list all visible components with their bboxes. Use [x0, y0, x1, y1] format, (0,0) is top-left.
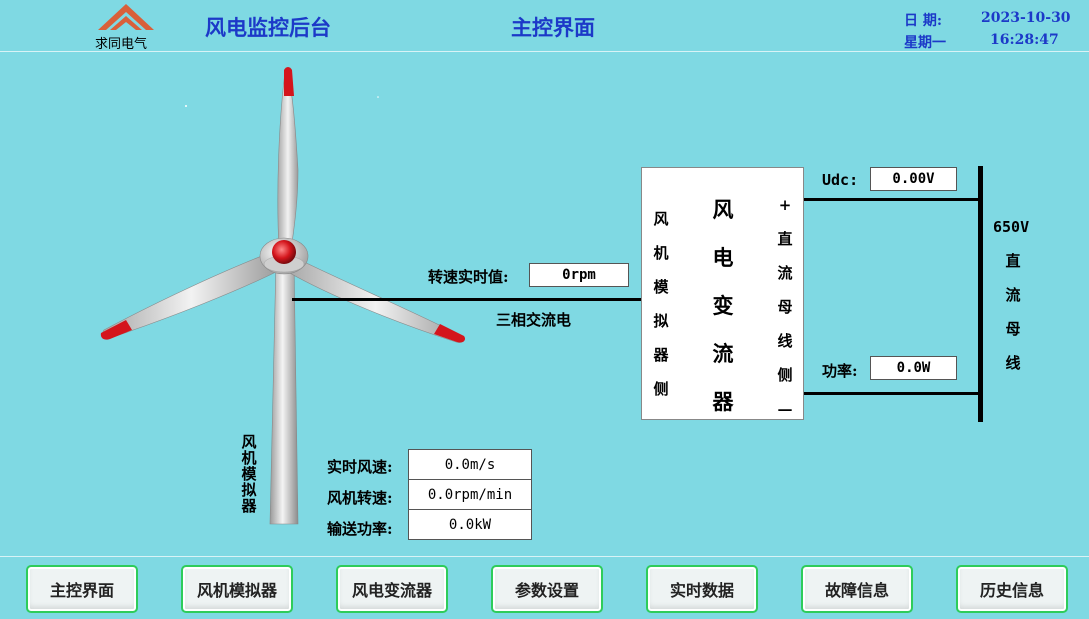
- speed-realtime-value: 0rpm: [529, 263, 629, 287]
- nacelle: [259, 237, 309, 275]
- ac-line-label: 三相交流电: [496, 311, 572, 329]
- power-value: 0.0W: [870, 356, 957, 380]
- converter-left-char: 侧: [653, 380, 669, 398]
- hub: [272, 240, 296, 264]
- dc-plus-line: [804, 198, 980, 201]
- nav-converter-button[interactable]: 风电变流器: [336, 565, 448, 613]
- converter-title: 风 电 变 流 器: [708, 186, 738, 426]
- output-power-label: 输送功率:: [327, 520, 393, 538]
- converter-title-char: 流: [712, 341, 734, 366]
- converter-left-char: 风: [653, 210, 669, 228]
- nav-main-control-button[interactable]: 主控界面: [26, 565, 138, 613]
- nav-turbine-simulator-button[interactable]: 风机模拟器: [181, 565, 293, 613]
- blade-left: [102, 251, 281, 339]
- blade-top-tip: [284, 67, 294, 96]
- nav-realtime-data-button[interactable]: 实时数据: [646, 565, 758, 613]
- blade-left-tip: [100, 320, 132, 340]
- wind-speed-value: 0.0m/s: [408, 449, 532, 480]
- converter-title-char: 器: [712, 389, 734, 414]
- converter-title-char: 风: [712, 197, 734, 222]
- converter-right-char: 母: [777, 298, 793, 316]
- converter-title-char: 电: [712, 245, 734, 270]
- page-title: 主控界面: [511, 15, 595, 40]
- converter-title-char: 变: [712, 293, 734, 318]
- converter-right-label: + 直 流 母 线 侧 —: [776, 188, 794, 426]
- company-logo-icon: [98, 4, 154, 30]
- converter-left-char: 机: [653, 244, 669, 262]
- bus-voltage: 650V: [993, 218, 1030, 236]
- dc-plus-sign: +: [778, 196, 792, 214]
- converter-left-char: 模: [653, 278, 669, 296]
- bus-label-char: 流: [1005, 286, 1021, 304]
- bus-label: 直 流 母 线: [1004, 244, 1022, 380]
- ac-line: [292, 298, 642, 301]
- turbine-label-char: 拟: [241, 481, 257, 499]
- converter-left-char: 拟: [653, 312, 669, 330]
- company-name: 求同电气: [95, 37, 148, 52]
- converter-box: 风 机 模 拟 器 侧 风 电 变 流 器 + 直 流 母 线 侧 —: [641, 167, 804, 420]
- turbine-speed-label: 风机转速:: [327, 489, 393, 507]
- udc-value: 0.00V: [870, 167, 957, 191]
- header-divider: [0, 51, 1089, 52]
- bus-label-char: 母: [1005, 320, 1021, 338]
- date-label: 日 期:: [904, 13, 943, 29]
- converter-right-char: 流: [777, 264, 793, 282]
- turbine-label-char: 机: [241, 449, 257, 467]
- converter-left-char: 器: [653, 346, 669, 364]
- footer-divider: [0, 556, 1089, 557]
- converter-right-char: 直: [777, 230, 793, 248]
- nav-fault-info-button[interactable]: 故障信息: [801, 565, 913, 613]
- output-power-value: 0.0kW: [408, 509, 532, 540]
- udc-label: Udc:: [822, 171, 859, 189]
- tower: [269, 261, 299, 525]
- turbine-label-char: 模: [241, 465, 257, 483]
- turbine-speed-value: 0.0rpm/min: [408, 479, 532, 510]
- bus-label-char: 直: [1005, 252, 1021, 270]
- weekday-label: 星期一: [904, 35, 946, 51]
- converter-left-label: 风 机 模 拟 器 侧: [652, 202, 670, 406]
- bus-label-char: 线: [1005, 354, 1021, 372]
- turbine-label-char: 器: [241, 497, 257, 515]
- dc-minus-sign: —: [777, 400, 793, 418]
- time-value: 16:28:47: [990, 32, 1059, 48]
- converter-right-char: 侧: [777, 366, 793, 384]
- wind-speed-label: 实时风速:: [327, 458, 393, 476]
- dc-bus-bar: [978, 166, 983, 422]
- header: 求同电气 风电监控后台 主控界面 日 期: 2023-10-30 星期一 16:…: [0, 0, 1089, 52]
- converter-right-char: 线: [777, 332, 793, 350]
- blade-right-tip: [434, 324, 466, 343]
- nav-parameter-settings-button[interactable]: 参数设置: [491, 565, 603, 613]
- power-label: 功率:: [822, 362, 858, 380]
- blade-top: [277, 71, 299, 251]
- date-value: 2023-10-30: [981, 10, 1071, 26]
- nav-history-info-button[interactable]: 历史信息: [956, 565, 1068, 613]
- app-title: 风电监控后台: [205, 15, 331, 40]
- turbine-label-char: 风: [241, 433, 257, 451]
- speed-realtime-label: 转速实时值:: [428, 268, 509, 286]
- dc-minus-line: [804, 392, 980, 395]
